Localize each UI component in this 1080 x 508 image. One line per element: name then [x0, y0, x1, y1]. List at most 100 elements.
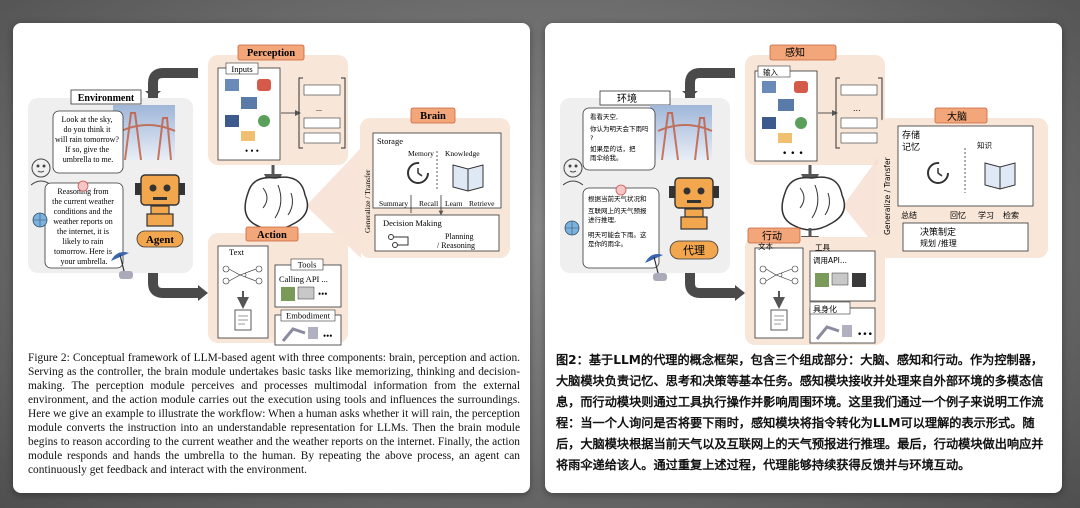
agent-label: Agent [146, 234, 174, 246]
knowledge-book-icon [984, 162, 1016, 190]
agent-framework-diagram-chinese: 环境 看看天空, 你认为明天会下雨吗 ? 如果是的话，把 雨伞给我。 根据当前天… [560, 44, 1048, 345]
robot-arm-icon [281, 327, 318, 342]
agent-label: 代理 [683, 244, 705, 257]
embedding-vectors: ... [298, 77, 346, 149]
decision-making-label: 决策制定 [920, 226, 956, 238]
storage-label: 存储 [902, 129, 920, 141]
storage-label: Storage [377, 136, 403, 146]
agent-speech-text: 根据当前天气状况和 互联网上的天气预报 进行推理, 明天可能会下雨。这 是你的雨… [588, 194, 649, 248]
recall-label: 回忆 [950, 210, 966, 220]
human-speech-bubble [582, 107, 656, 171]
agent-speech-text: Reasoning from the current weather condi… [52, 187, 116, 266]
generalize-transfer-label: Generalize / Transfer [363, 169, 372, 233]
recall-label: Recall [419, 199, 438, 208]
environment-label-box [70, 89, 142, 105]
svg-text:• • •: • • • [782, 149, 804, 159]
svg-text:• • •: • • • [245, 146, 259, 156]
embodiment-label: Embodiment [286, 311, 331, 321]
embodiment-label: 具身化 [813, 304, 837, 314]
figure-caption-english: Figure 2: Conceptual framework of LLM-ba… [28, 352, 520, 476]
reasoning-label: /推理 [938, 238, 957, 248]
planning-label: 规划 [920, 238, 936, 248]
svg-text:...: ... [316, 104, 322, 113]
input-modality-icons [225, 79, 271, 141]
brain-small-icon [77, 180, 89, 192]
tools-label: 工具 [815, 243, 830, 252]
globe-icon [564, 220, 580, 236]
human-speech-text: 看看天空, 你认为明天会下雨吗 ? 如果是的话，把 雨伞给我。 [590, 112, 651, 162]
summary-label: Summary [379, 199, 408, 208]
perception-label: 感知 [785, 46, 805, 59]
brain-icon [781, 176, 846, 231]
generalize-transfer-label: Generalize / Transfer [883, 156, 892, 235]
svg-text:•••: ••• [857, 330, 873, 340]
cycle-arrow-top [148, 68, 198, 98]
environment-label: Environment [78, 93, 135, 104]
decision-making-box [374, 214, 500, 252]
calling-api-label: 调用API... [813, 256, 847, 265]
text-generation-network-icon [222, 265, 263, 285]
brain-icon [244, 176, 309, 231]
memory-label: Memory [408, 149, 434, 158]
text-generation-network-icon [759, 265, 799, 285]
perception-inputs-label: 输入 [763, 67, 778, 77]
figure-card-english: Environment Look at the sky, do you thin… [13, 23, 530, 493]
globe-icon [32, 212, 48, 228]
human-speech-text: Look at the sky, do you think it will ra… [55, 115, 121, 164]
action-label-box [245, 226, 299, 242]
planning-label: Planning [445, 232, 473, 241]
decision-making-label: Decision Making [383, 218, 443, 228]
svg-text:...: ... [853, 104, 861, 113]
decision-making-box [902, 222, 1029, 252]
summary-label: 总结 [901, 210, 917, 220]
svg-text:•••: ••• [318, 289, 327, 299]
knowledge-label: 知识 [977, 140, 992, 150]
knowledge-label: Knowledge [445, 149, 480, 158]
agent-robot-icon [135, 174, 185, 227]
agent-label-box [669, 240, 719, 260]
figure-card-chinese: 环境 看看天空, 你认为明天会下雨吗 ? 如果是的话，把 雨伞给我。 根据当前天… [545, 23, 1062, 493]
tools-label: Tools [298, 260, 317, 270]
action-label: 行动 [762, 230, 782, 243]
svg-text:•••: ••• [323, 331, 332, 341]
document-icon [770, 309, 788, 331]
agent-robot-icon [669, 177, 719, 230]
robot-arm-icon [815, 325, 852, 340]
knowledge-book-icon [452, 164, 484, 192]
retrieve-label: 检索 [1003, 210, 1019, 220]
agent-framework-diagram: Environment Look at the sky, do you thin… [28, 44, 510, 346]
robot-hand-icon [653, 273, 667, 281]
tool-icons [281, 286, 315, 301]
human-face-icon [562, 158, 584, 186]
brain-label: 大脑 [947, 110, 967, 123]
retrieve-label: Retrieve [469, 199, 495, 208]
agent-label-box [136, 230, 184, 248]
perception-label: Perception [247, 48, 295, 59]
document-icon [234, 309, 252, 331]
memory-label: 记忆 [902, 141, 920, 153]
human-face-icon [30, 158, 52, 186]
learn-label: 学习 [978, 210, 994, 220]
memory-clock-icon [407, 162, 429, 184]
action-label: Action [257, 230, 287, 241]
cycle-arrow-bottom [148, 273, 198, 298]
perception-inputs-label: Inputs [231, 64, 252, 74]
figure-caption-chinese: 图2：基于LLM的代理的概念框架，包含三个组成部分：大脑、感知和行动。作为控制器… [556, 353, 1044, 472]
memory-clock-icon [927, 162, 949, 184]
perception-label-box [237, 44, 305, 61]
calling-api-label: Calling API ... [279, 274, 328, 284]
planning-flow-icon [388, 234, 409, 248]
input-modality-icons [762, 81, 808, 143]
embedding-vectors: ... [835, 77, 883, 149]
tool-icons [815, 272, 866, 287]
sky-image [650, 105, 712, 160]
learn-label: Learn [445, 199, 463, 208]
brain-small-icon [615, 184, 627, 196]
brain-label: Brain [420, 111, 446, 122]
brain-label-box [410, 107, 456, 124]
robot-hand-icon [119, 271, 133, 279]
human-speech-bubble [52, 110, 124, 174]
action-text-label: Text [229, 247, 245, 257]
environment-label: 环境 [617, 92, 637, 105]
action-text-label: 文本 [758, 241, 773, 251]
